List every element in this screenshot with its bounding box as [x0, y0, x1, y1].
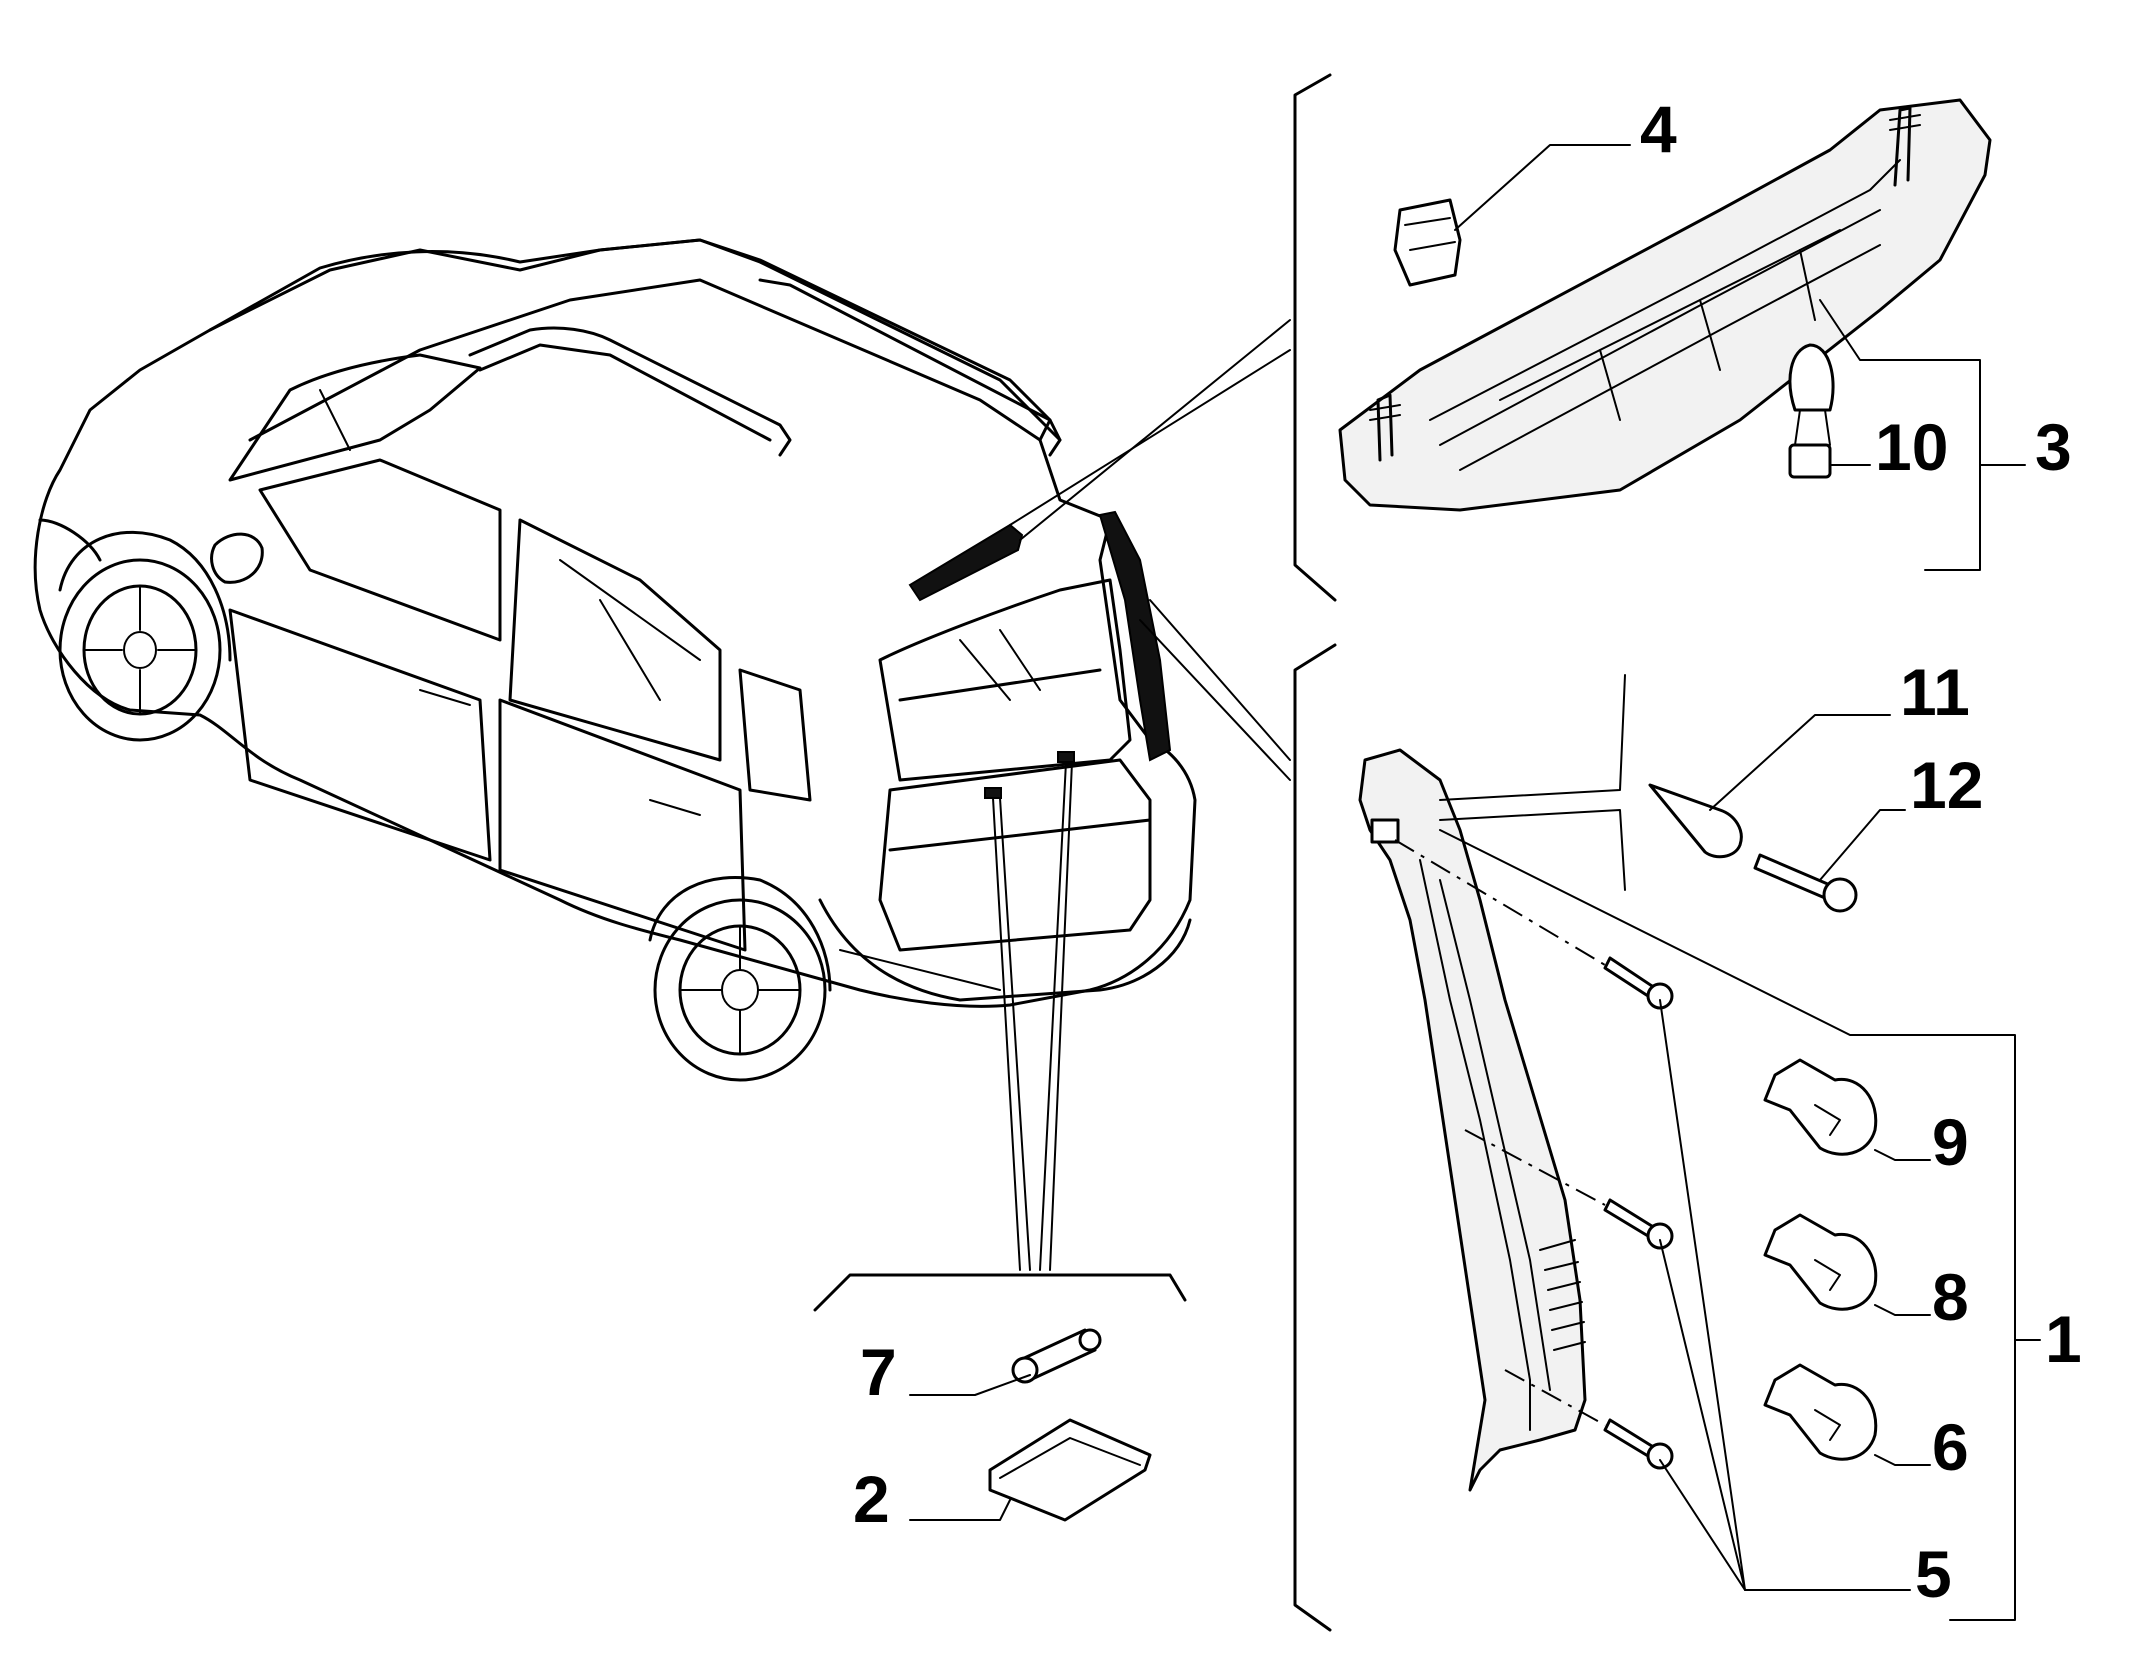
callout-3: 3 [2035, 410, 2072, 484]
bracket-right-group [1293, 643, 1337, 1632]
car-leader-lines [992, 319, 1291, 1271]
part-11-plug [1648, 783, 1743, 859]
callout-7: 7 [860, 1335, 897, 1409]
bracket-bottom-group [813, 1273, 1187, 1312]
car-illustration [33, 238, 1197, 1082]
callout-9: 9 [1932, 1105, 1969, 1179]
bracket-top-group [1293, 73, 1337, 602]
callout-12: 12 [1910, 748, 1983, 822]
part-5-screws [1394, 839, 1674, 1470]
part-10-wedge-bulb [1788, 343, 1835, 479]
part-12-screw [1753, 853, 1858, 913]
leaders-bottom-group [909, 1374, 1031, 1521]
front-wheel [58, 558, 222, 742]
part-2-lamp-lens [988, 1418, 1152, 1522]
part-4-grommet [1393, 198, 1462, 287]
part-6-bulb [1763, 1363, 1878, 1461]
callout-10: 10 [1875, 410, 1948, 484]
callout-5: 5 [1915, 1537, 1952, 1611]
callout-8: 8 [1932, 1260, 1969, 1334]
rear-wheel [653, 898, 827, 1082]
part-7-festoon-bulb [1011, 1328, 1102, 1384]
leaders-group-3 [1454, 144, 2026, 571]
callout-6: 6 [1932, 1410, 1969, 1484]
callout-11: 11 [1900, 655, 1970, 729]
part-3-stop-lamp [1338, 98, 1992, 512]
part-9-bulb [1763, 1058, 1878, 1156]
callout-4: 4 [1640, 92, 1677, 166]
callout-1: 1 [2045, 1302, 2082, 1376]
callout-labels: 1 2 3 4 5 6 7 8 9 10 11 12 [853, 92, 2082, 1611]
callout-2: 2 [853, 1462, 890, 1536]
part-8-bulb [1763, 1213, 1878, 1311]
part-1-tail-light [1358, 748, 1587, 1492]
leaders-right-group [1439, 674, 2041, 1621]
